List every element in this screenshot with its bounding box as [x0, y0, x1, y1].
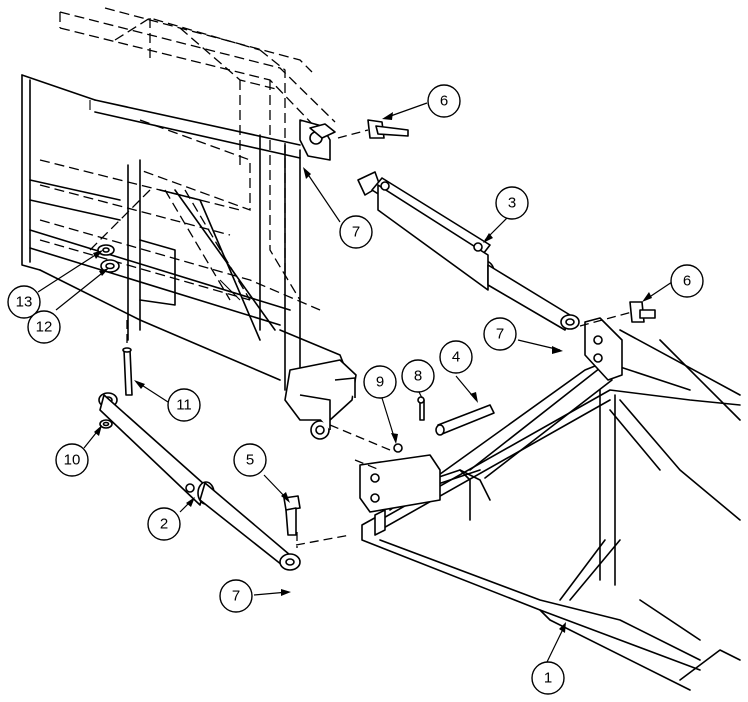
- callout-circle: [7, 285, 41, 319]
- callout-label: 5: [246, 452, 254, 469]
- callout-circle: [401, 359, 435, 393]
- callout-c6a: 6: [427, 84, 461, 118]
- callout-c2: 2: [147, 507, 181, 541]
- callout-c11: 11: [167, 388, 201, 422]
- callout-c6b: 6: [670, 264, 704, 298]
- callout-label: 7: [232, 588, 240, 605]
- main-frame: [359, 317, 741, 691]
- callout-circle: [55, 443, 89, 477]
- callout-label: 4: [452, 349, 460, 366]
- callout-c7b: 7: [483, 317, 517, 351]
- callout-label: 6: [440, 93, 448, 110]
- callout-circle: [167, 388, 201, 422]
- callout-label: 11: [176, 397, 192, 414]
- nut-washer-parts: [97, 244, 120, 273]
- callout-circle: [27, 310, 61, 344]
- callout-circle: [427, 84, 461, 118]
- callout-c7c: 7: [219, 579, 253, 613]
- pivot-pins: [367, 119, 656, 323]
- callout-circle: [495, 186, 529, 220]
- alignment-lines: [126, 129, 633, 548]
- callout-label: 9: [376, 374, 384, 391]
- center-frame: [21, 74, 357, 440]
- callout-label: 2: [160, 516, 168, 533]
- callout-circle: [439, 340, 473, 374]
- callout-c12: 12: [27, 310, 61, 344]
- callout-c8: 8: [401, 359, 435, 393]
- callout-c13: 13: [7, 285, 41, 319]
- callout-circle: [233, 443, 267, 477]
- callout-c7a: 7: [339, 215, 373, 249]
- callout-circle: [531, 661, 565, 695]
- lower-cylinder: [98, 347, 301, 571]
- callout-c9: 9: [363, 365, 397, 399]
- callout-label: 7: [352, 224, 360, 241]
- callout-c10: 10: [55, 443, 89, 477]
- callout-label: 8: [414, 368, 422, 385]
- callout-circle: [219, 579, 253, 613]
- leader-lines: [37, 102, 673, 663]
- callout-circle: [363, 365, 397, 399]
- callout-label: 12: [36, 319, 53, 336]
- callout-circle: [339, 215, 373, 249]
- callout-c5: 5: [233, 443, 267, 477]
- callout-label: 1: [544, 670, 552, 687]
- callout-circle: [670, 264, 704, 298]
- callout-label: 13: [16, 294, 33, 311]
- callout-circle: [483, 317, 517, 351]
- callout-circle: [147, 507, 181, 541]
- callout-c4: 4: [439, 340, 473, 374]
- callout-c3: 3: [495, 186, 529, 220]
- callout-label: 7: [496, 326, 504, 343]
- callout-label: 3: [508, 195, 516, 212]
- lower-pins: [393, 396, 495, 453]
- callout-label: 10: [64, 452, 81, 469]
- upper-cylinder: [357, 171, 580, 331]
- callout-c1: 1: [531, 661, 565, 695]
- callout-label: 6: [683, 273, 691, 290]
